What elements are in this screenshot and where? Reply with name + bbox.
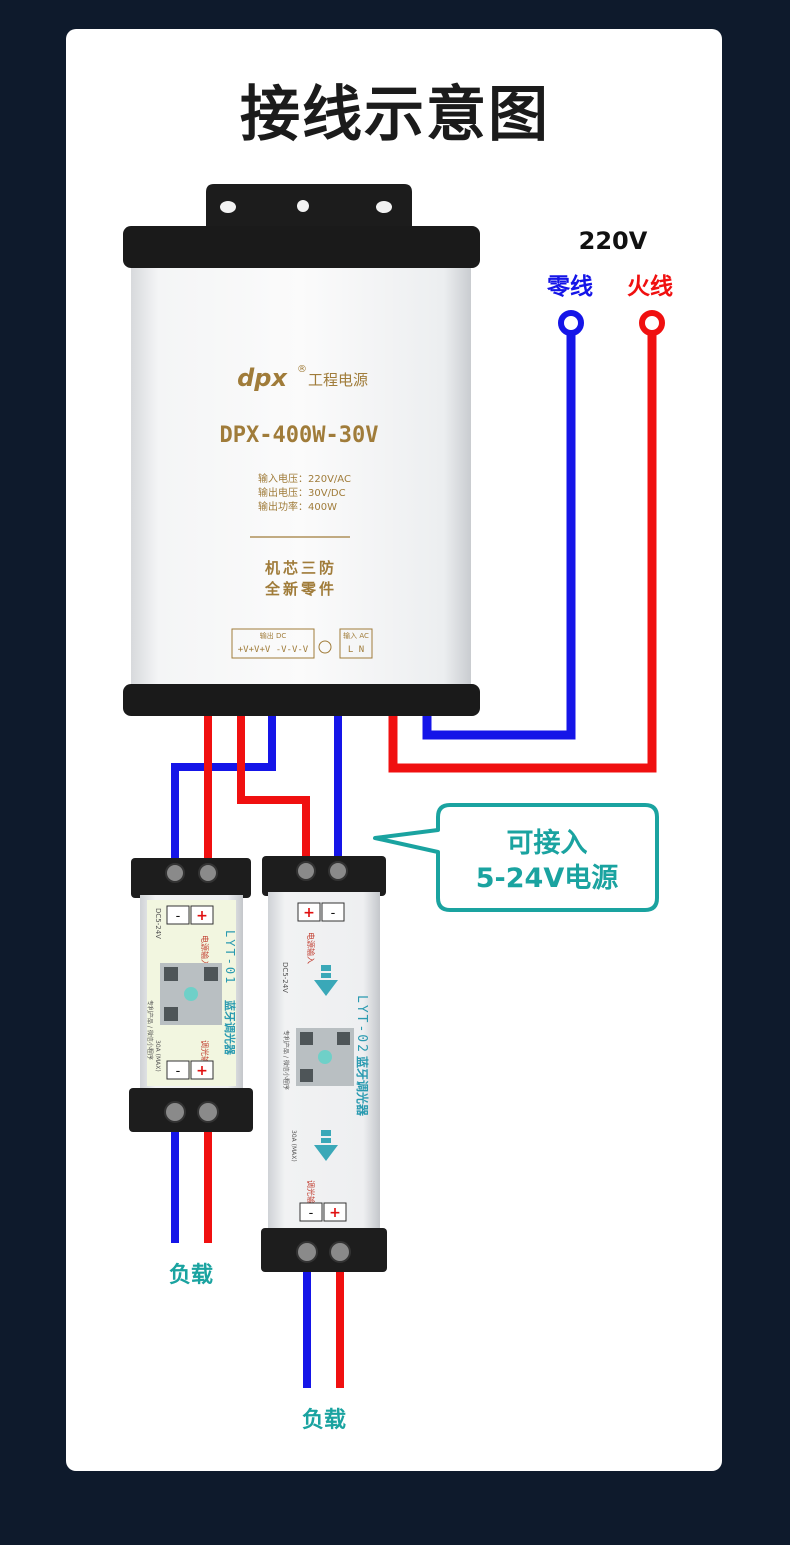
power-supply: dpx ® 工程电源 DPX-400W-30V 输入电压：220V/AC 输出电… [123, 184, 480, 716]
dimmer2-voltage-range: DC5-24V [281, 962, 289, 993]
psu-spec-output: 输出电压：30V/DC [258, 486, 346, 499]
callout-line-2: 5-24V电源 [476, 863, 618, 894]
psu-model: DPX-400W-30V [220, 423, 379, 448]
dimmer1-note: 专利产品 / 微信小程序 [146, 1000, 154, 1060]
neutral-terminal-icon [558, 310, 584, 336]
dimmer2-arrow-down-icon [314, 980, 338, 996]
dimmer2-input-plus-box [321, 902, 345, 922]
callout-bubble: 可接入 5-24V电源 [373, 803, 659, 912]
dimmer2-qr-logo-icon [318, 1050, 332, 1064]
dimmer2-arrow-stem-1 [321, 965, 331, 971]
live-terminal-icon [639, 310, 665, 336]
load-label-2: 负载 [302, 1407, 346, 1433]
dimmer1-voltage-range: DC5-24V [154, 908, 162, 939]
dimmer1-qr-finder-3 [164, 1007, 178, 1021]
dimmer2-screw-3 [296, 1241, 318, 1263]
psu-slogan-1: 机芯三防 [265, 559, 337, 577]
dimmer2-top-terminal [262, 856, 386, 896]
dimmer-lyt-02: + - 电源输入 DC5-24V LYT-02 蓝牙调光器 专利产品 / 微信小… [261, 856, 387, 1272]
dimmer1-qr-finder-1 [164, 967, 178, 981]
bracket-hole-left [220, 201, 236, 213]
dimmer1-input-minus: - [176, 909, 181, 924]
neutral-wire-ac [422, 330, 576, 740]
psu-terminal-in-pins: L N [348, 645, 364, 655]
dimmer1-output-minus-box [166, 1060, 190, 1080]
psu-spec-input: 输入电压：220V/AC [258, 472, 351, 485]
psu-bottom-cap [123, 684, 480, 716]
dimmer2-qr-finder-1 [300, 1032, 313, 1045]
dimmer2-input-label: 电源输入 [306, 932, 316, 964]
dimmer1-input-plus: + [196, 908, 208, 924]
dimmer1-screw-3 [164, 1101, 186, 1123]
dimmer1-input-minus-box [166, 905, 190, 925]
dimmer2-output-plus-box [323, 1202, 347, 1222]
dimmer2-bottom-terminal [261, 1228, 387, 1272]
dimmer2-output-minus-box [299, 1202, 323, 1222]
dimmer2-model: LYT-02 [354, 995, 369, 1054]
psu-mounting-bracket [206, 184, 412, 232]
dimmer1-qr-finder-2 [204, 967, 218, 981]
psu-subtitle: 工程电源 [308, 371, 368, 389]
dimmer1-output-minus: - [176, 1064, 181, 1079]
live-wire-ac [388, 330, 657, 773]
psu-brand-logo: dpx [237, 364, 288, 392]
page-title: 接线示意图 [240, 80, 550, 150]
callout-shape [373, 803, 659, 912]
psu-brand-mark: ® [297, 364, 307, 375]
psu-terminal-in-label: 输入 AC [343, 631, 369, 640]
psu-terminal-out-pins: +V+V+V -V-V-V [238, 645, 309, 655]
dimmer2-screw-1 [296, 861, 316, 881]
dimmer2-arrow-stem-3 [321, 1130, 331, 1136]
dimmer1-screw-2 [198, 863, 218, 883]
live-label: 火线 [627, 273, 673, 300]
callout-line-1: 可接入 [507, 828, 588, 859]
dc-negative-wire-1 [171, 712, 276, 858]
dimmer1-model: LYT-01 [223, 930, 237, 985]
voltage-label: 220V [579, 227, 648, 255]
dimmer2-name: 蓝牙调光器 [355, 1056, 370, 1117]
dimmer2-arrow-down-icon-2 [314, 1145, 338, 1161]
dimmer2-output-label: 调光输出 [306, 1180, 316, 1212]
dimmer2-current: 30A (MAX) [290, 1130, 297, 1162]
dimmer1-output-plus: + [196, 1063, 208, 1079]
dimmer2-qr-finder-3 [300, 1069, 313, 1082]
wires [171, 330, 657, 1388]
dimmer2-input-minus: - [331, 906, 336, 921]
dimmer2-output-plus: + [329, 1205, 341, 1221]
dc-positive-wire-2 [237, 712, 310, 858]
dimmer2-input-plus: + [303, 905, 315, 921]
ground-icon [318, 640, 332, 654]
load-label-1: 负载 [169, 1262, 213, 1288]
dimmer1-screw-4 [197, 1101, 219, 1123]
dimmer2-screw-4 [329, 1241, 351, 1263]
psu-terminal-out-label: 输出 DC [260, 631, 287, 640]
psu-top-cap [123, 226, 480, 268]
dimmer2-output-minus: - [309, 1206, 314, 1221]
psu-slogan-2: 全新零件 [264, 580, 337, 598]
dimmer1-bottom-terminal [129, 1088, 253, 1132]
dimmer1-input-label: 电源输入 [200, 935, 210, 967]
dimmer2-note: 专利产品 / 微信小程序 [282, 1030, 290, 1090]
dimmer1-name: 蓝牙调光器 [223, 1000, 237, 1056]
dimmer1-output-label: 调光输出 [200, 1040, 210, 1072]
bracket-hole-right [376, 201, 392, 213]
dimmer2-input-minus-box [297, 902, 321, 922]
psu-spec-power: 输出功率：400W [258, 500, 337, 513]
psu-terminal-in-box [339, 628, 373, 659]
dimmer1-current: 30A (MAX) [154, 1040, 161, 1072]
dimmer1-screw-1 [165, 863, 185, 883]
bracket-hole-center [297, 200, 309, 212]
dimmer1-output-plus-box [190, 1060, 214, 1080]
dimmer2-screw-2 [328, 861, 348, 881]
dimmer-lyt-01: - + 电源输入 DC5-24V LYT-01 蓝牙调光器 专利产品 / 微信小… [129, 858, 253, 1132]
dimmer2-arrow-stem-2 [321, 973, 331, 978]
dimmer1-qr-logo-icon [184, 987, 198, 1001]
dimmer1-top-terminal [131, 858, 251, 898]
dimmer2-qr-finder-2 [337, 1032, 350, 1045]
neutral-label: 零线 [546, 273, 593, 300]
psu-terminal-out-box [231, 628, 315, 659]
dimmer1-input-plus-box [190, 905, 214, 925]
dimmer2-arrow-stem-4 [321, 1138, 331, 1143]
